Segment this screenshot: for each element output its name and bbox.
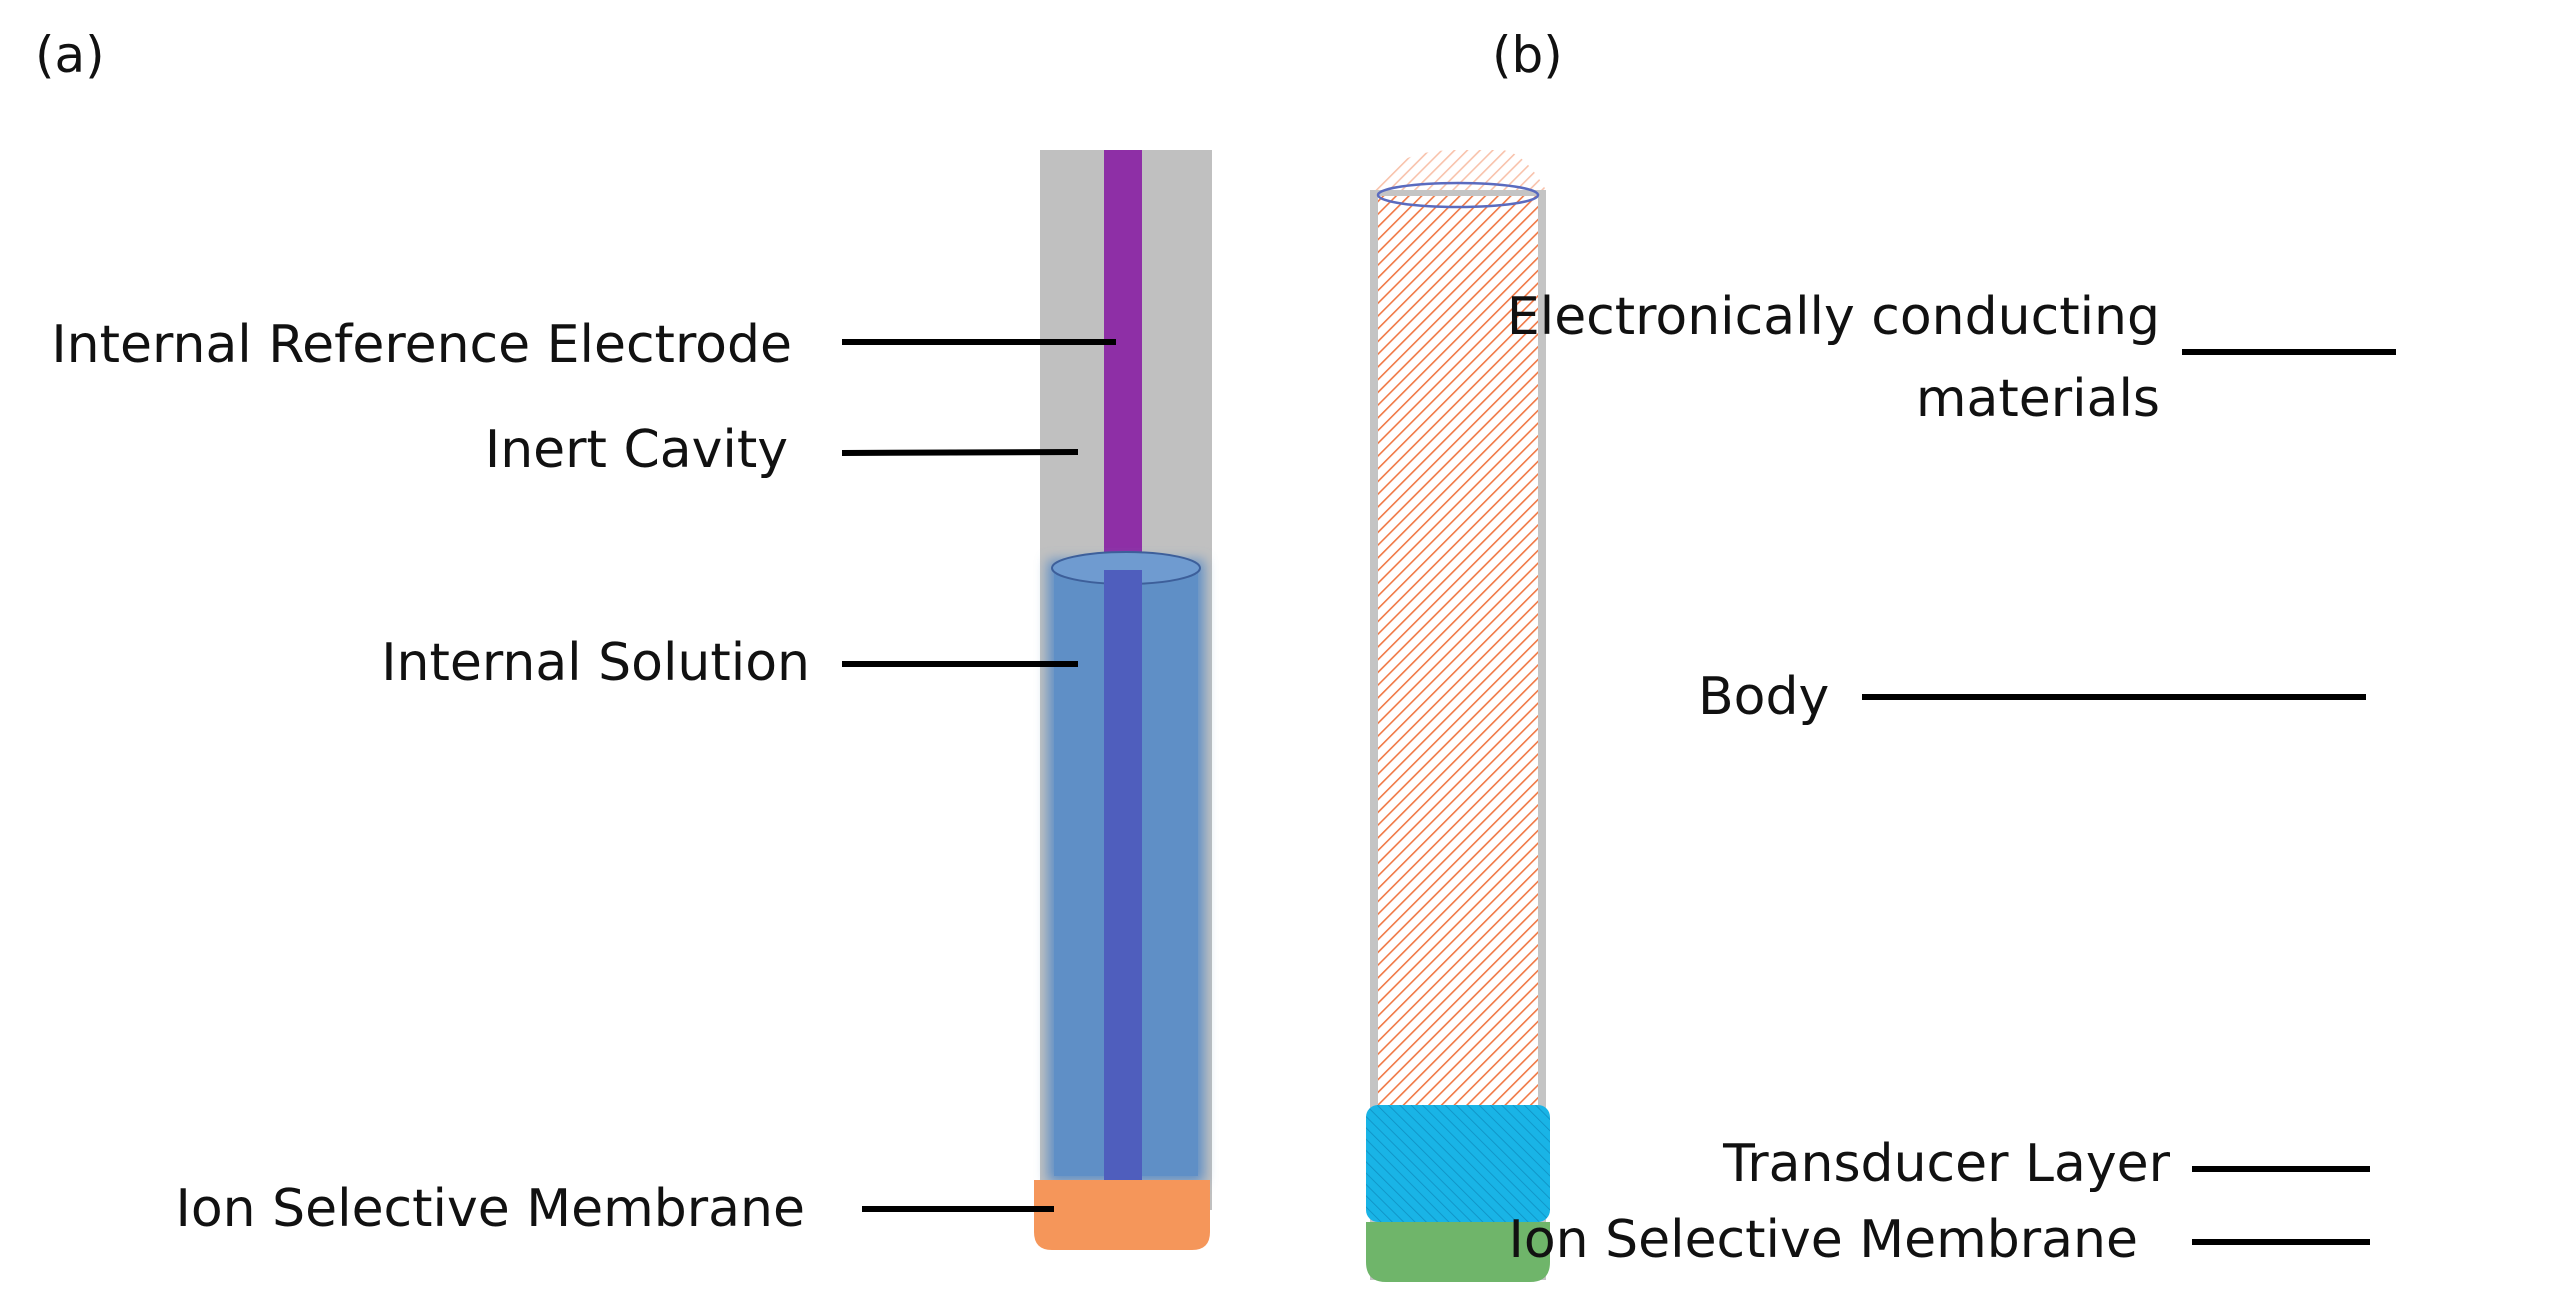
ion-selective-membrane-a: [1034, 1180, 1210, 1250]
panel-b: (b) Electronically conducting materials …: [1366, 26, 2396, 1282]
label-ion-selective-membrane-b: Ion Selective Membrane: [1508, 1210, 2138, 1270]
transducer-layer: [1366, 1105, 1550, 1222]
label-internal-reference-electrode: Internal Reference Electrode: [51, 315, 792, 375]
internal-reference-electrode-wire: [1104, 150, 1142, 570]
label-inert-cavity: Inert Cavity: [485, 420, 788, 480]
panel-a: (a) Internal Reference Electrode Inert C…: [35, 26, 1212, 1250]
label-electronically-conducting-line1: Electronically conducting: [1507, 287, 2160, 347]
label-transducer-layer: Transducer Layer: [1722, 1134, 2170, 1194]
electrode-wire-in-solution: [1104, 570, 1142, 1182]
panel-b-letter: (b): [1492, 26, 1563, 84]
electronically-conducting-material: [1378, 196, 1538, 1196]
solid-contact-ise-drawing: [1366, 150, 1550, 1282]
label-internal-solution: Internal Solution: [381, 633, 810, 693]
top-cap-fade: [1370, 150, 1546, 200]
panel-a-letter: (a): [35, 26, 105, 84]
conventional-ise-drawing: [1034, 150, 1212, 1250]
label-ion-selective-membrane-a: Ion Selective Membrane: [175, 1179, 805, 1239]
label-body: Body: [1698, 667, 1829, 727]
label-electronically-conducting-line2: materials: [1916, 369, 2160, 429]
panel-a-callouts: Internal Reference Electrode Inert Cavit…: [51, 315, 1116, 1239]
body-top-rim: [1376, 181, 1540, 209]
panel-b-callouts: Electronically conducting materials Body…: [1507, 287, 2396, 1270]
ion-selective-membrane-b: [1366, 1222, 1550, 1282]
leader-inert-cavity: [841, 449, 1079, 456]
